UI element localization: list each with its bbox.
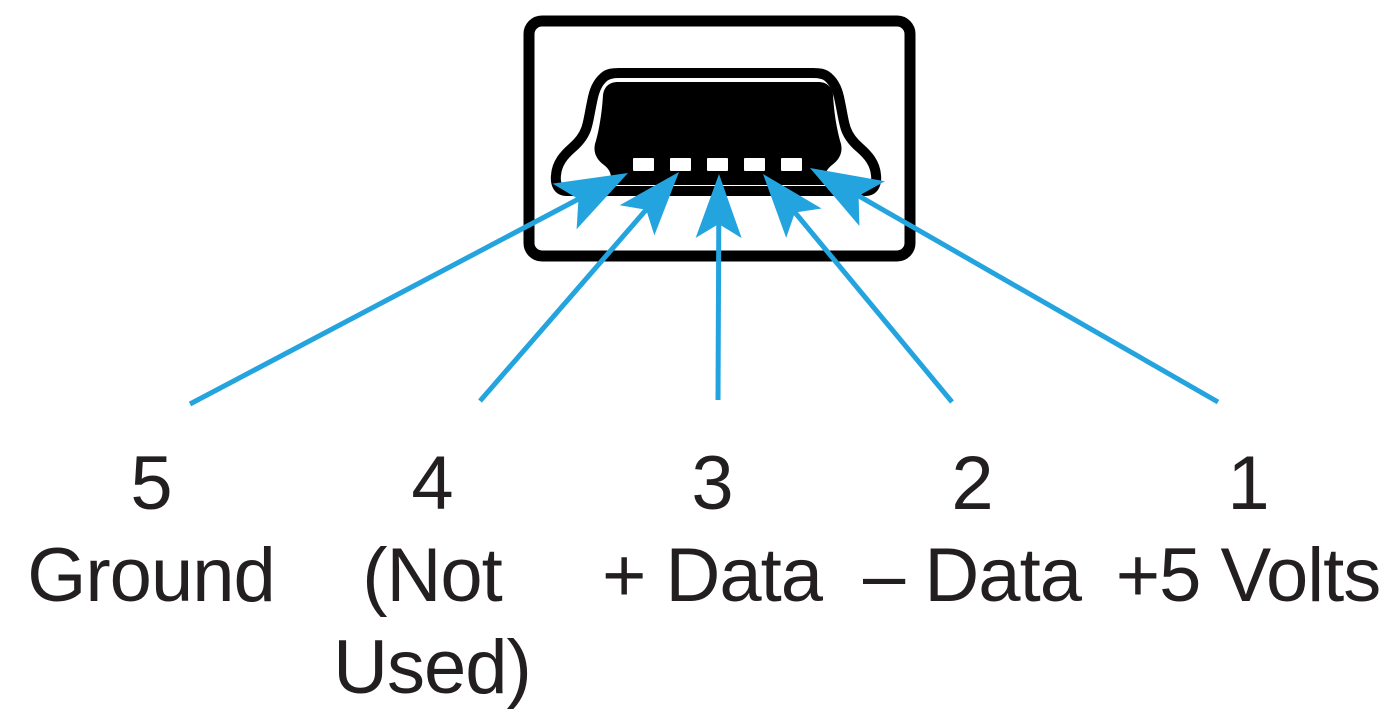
pin-name-line: +5 Volts: [1115, 533, 1382, 618]
pin-slot: [633, 158, 654, 171]
connector-port-opening: [594, 82, 842, 185]
pin-name-line: (Not: [362, 533, 503, 618]
pin-arrow-line: [790, 207, 954, 404]
pin-slot: [744, 158, 765, 171]
pin-number: 2: [951, 441, 993, 526]
pin-label-4: 4 (Not Used): [333, 438, 532, 714]
pin-name-line: – Data: [863, 533, 1082, 618]
pin-slot: [670, 158, 691, 171]
pin-number: 1: [1227, 441, 1269, 526]
pin-arrowhead: [763, 174, 822, 238]
pin-arrowhead: [619, 172, 679, 236]
pin-number: 4: [411, 441, 453, 526]
pin-arrow-line: [853, 191, 1220, 405]
pin-label-2: 2 – Data: [863, 438, 1082, 622]
pin-number: 5: [130, 441, 172, 526]
pin-number: 3: [691, 441, 733, 526]
pin-arrowhead: [810, 168, 886, 226]
pin-arrow-line: [478, 205, 651, 403]
pin-slot: [781, 158, 802, 171]
pin-slot: [707, 158, 728, 171]
pin-arrow-line: [188, 194, 584, 407]
pin-label-1: 1 +5 Volts: [1115, 438, 1382, 622]
pin-label-5: 5 Ground: [27, 438, 275, 622]
pin-name-line: + Data: [601, 533, 823, 618]
pin-label-3: 3 + Data: [601, 438, 823, 622]
pin-arrowhead: [695, 174, 742, 239]
pin-arrowhead: [552, 173, 628, 230]
pin-name-line: Ground: [27, 533, 275, 618]
pin-arrow-line: [715, 219, 722, 401]
pin-name-line: Used): [333, 625, 532, 710]
